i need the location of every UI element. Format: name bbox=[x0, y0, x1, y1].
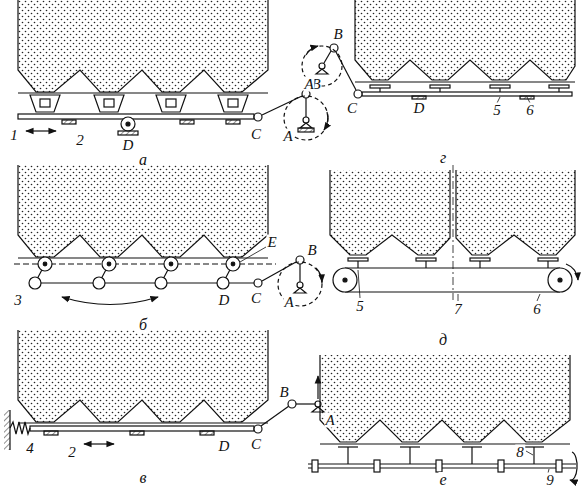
push-bar bbox=[362, 92, 572, 96]
point-label: C bbox=[250, 437, 262, 452]
callout-number: 5 bbox=[492, 103, 502, 118]
leader-line bbox=[458, 294, 459, 301]
point-label: D bbox=[122, 138, 135, 153]
motion-arrow bbox=[84, 443, 114, 444]
panel-label: д bbox=[438, 332, 448, 348]
bunker bbox=[355, 0, 575, 82]
point-label: C bbox=[250, 291, 262, 306]
leader-line bbox=[537, 294, 540, 301]
cam-lever bbox=[254, 376, 324, 433]
point-label: A bbox=[324, 413, 335, 428]
callout-number: 9 bbox=[545, 473, 555, 488]
callout-number: 4 bbox=[25, 441, 35, 456]
point-label: A bbox=[303, 77, 314, 92]
feeder-plates bbox=[370, 85, 569, 92]
callout-number: 2 bbox=[67, 445, 77, 460]
callout-number: 8 bbox=[515, 445, 525, 460]
point-label: D bbox=[218, 439, 231, 454]
motion-arrow bbox=[26, 130, 56, 131]
roller bbox=[118, 117, 138, 135]
bunker bbox=[18, 0, 268, 93]
point-label: B bbox=[306, 243, 317, 258]
point-label: E bbox=[266, 235, 277, 250]
crank-mechanism bbox=[302, 44, 362, 98]
point-label: B bbox=[332, 27, 343, 42]
bunker bbox=[320, 355, 570, 444]
panel-label: а bbox=[138, 152, 148, 168]
callout-number: 6 bbox=[532, 302, 542, 317]
bunker bbox=[18, 165, 268, 258]
panel-label: б bbox=[138, 317, 148, 333]
point-label: D bbox=[218, 293, 231, 308]
panel-label: в bbox=[139, 470, 148, 486]
callout-number: 5 bbox=[355, 299, 365, 314]
point-label: C bbox=[346, 101, 358, 116]
point-label: A bbox=[282, 129, 293, 144]
push-bar bbox=[18, 114, 254, 119]
panel-label: г bbox=[439, 150, 447, 166]
point-label: D bbox=[413, 101, 426, 116]
leader-line bbox=[240, 247, 266, 262]
feeder-trays bbox=[30, 95, 248, 112]
point-label: A bbox=[283, 295, 294, 310]
callout-number: 2 bbox=[75, 133, 85, 148]
supports bbox=[412, 96, 534, 99]
leader-line bbox=[358, 270, 360, 298]
chain-conveyor bbox=[333, 258, 578, 292]
supports bbox=[62, 120, 240, 124]
callout-number: 7 bbox=[453, 302, 463, 317]
point-label: C bbox=[250, 127, 262, 142]
panel-label: е bbox=[438, 472, 447, 488]
leader-line bbox=[526, 451, 533, 455]
bunker bbox=[18, 330, 268, 423]
center-line bbox=[453, 165, 454, 300]
callout-number: 1 bbox=[9, 128, 19, 143]
bunker bbox=[330, 170, 575, 255]
swing-arrow bbox=[62, 297, 158, 305]
point-label: B bbox=[278, 385, 289, 400]
push-bar bbox=[30, 426, 254, 431]
sector-drums bbox=[29, 257, 254, 289]
callout-number: 6 bbox=[525, 103, 535, 118]
supports bbox=[44, 431, 214, 435]
callout-number: 3 bbox=[13, 293, 23, 308]
